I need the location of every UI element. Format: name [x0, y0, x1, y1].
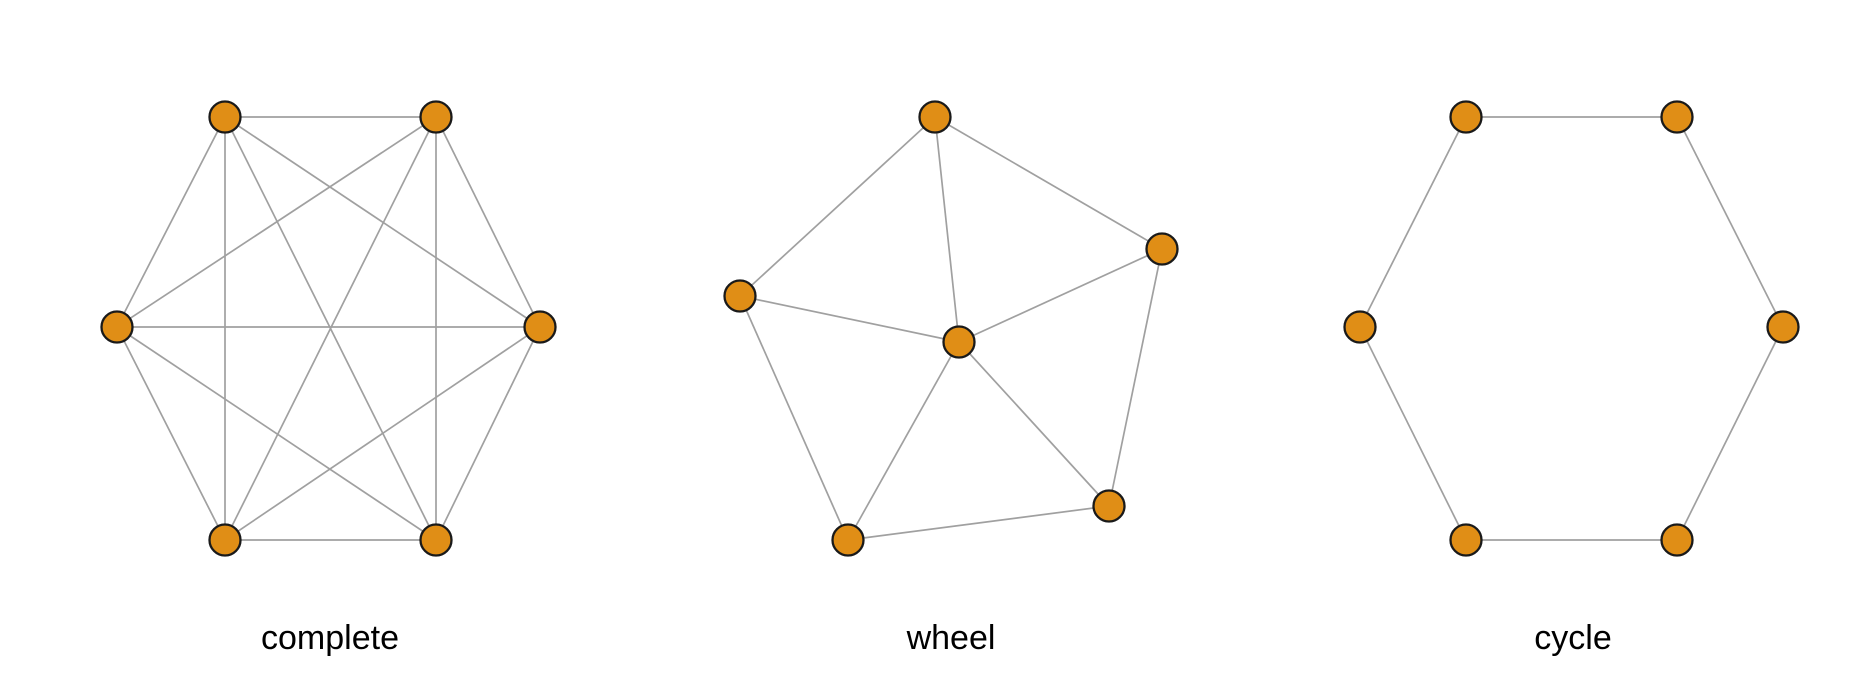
- graph-edge: [739, 116, 936, 297]
- graph-edge: [224, 326, 541, 541]
- graph-label-wheel: wheel: [906, 619, 996, 657]
- graph-label-complete: complete: [261, 619, 399, 657]
- graph-node: [1343, 310, 1377, 344]
- graph-node: [1449, 100, 1483, 134]
- graph-edge: [847, 341, 960, 541]
- graph-edge: [224, 116, 437, 541]
- graph-edge: [847, 505, 1110, 541]
- graph-node: [723, 279, 757, 313]
- graph-edge: [1108, 248, 1163, 507]
- graph-edge: [116, 116, 226, 328]
- graph-node: [1145, 232, 1179, 266]
- graph-node: [1766, 310, 1800, 344]
- graph-node: [419, 523, 453, 557]
- graph-edge: [934, 116, 960, 343]
- graph-node: [208, 523, 242, 557]
- graph-label-cycle: cycle: [1534, 619, 1612, 657]
- graph-edge: [1359, 326, 1467, 541]
- graph-node: [523, 310, 557, 344]
- graph-node: [1449, 523, 1483, 557]
- graph-edge: [739, 295, 849, 541]
- graph-edge: [934, 116, 1163, 250]
- graph-node: [1092, 489, 1126, 523]
- graph-edge: [435, 326, 541, 541]
- graph-complete: [100, 100, 557, 557]
- graph-cycle: [1343, 100, 1800, 557]
- graph-edge: [116, 326, 437, 541]
- graph-wheel: [723, 100, 1179, 557]
- graph-edge: [116, 116, 437, 328]
- graph-edge: [1359, 116, 1467, 328]
- graph-node: [942, 325, 976, 359]
- graph-edge: [739, 295, 960, 343]
- graph-node: [831, 523, 865, 557]
- graph-node: [208, 100, 242, 134]
- graph-node: [918, 100, 952, 134]
- graph-edge: [1676, 116, 1784, 328]
- graph-node: [419, 100, 453, 134]
- graph-node: [1660, 523, 1694, 557]
- graph-edge: [435, 116, 541, 328]
- graph-edge: [958, 248, 1163, 343]
- graph-edge: [958, 341, 1110, 507]
- graph-node: [1660, 100, 1694, 134]
- graph-edge: [116, 326, 226, 541]
- graph-node: [100, 310, 134, 344]
- graph-edge: [1676, 326, 1784, 541]
- graph-edge: [224, 116, 541, 328]
